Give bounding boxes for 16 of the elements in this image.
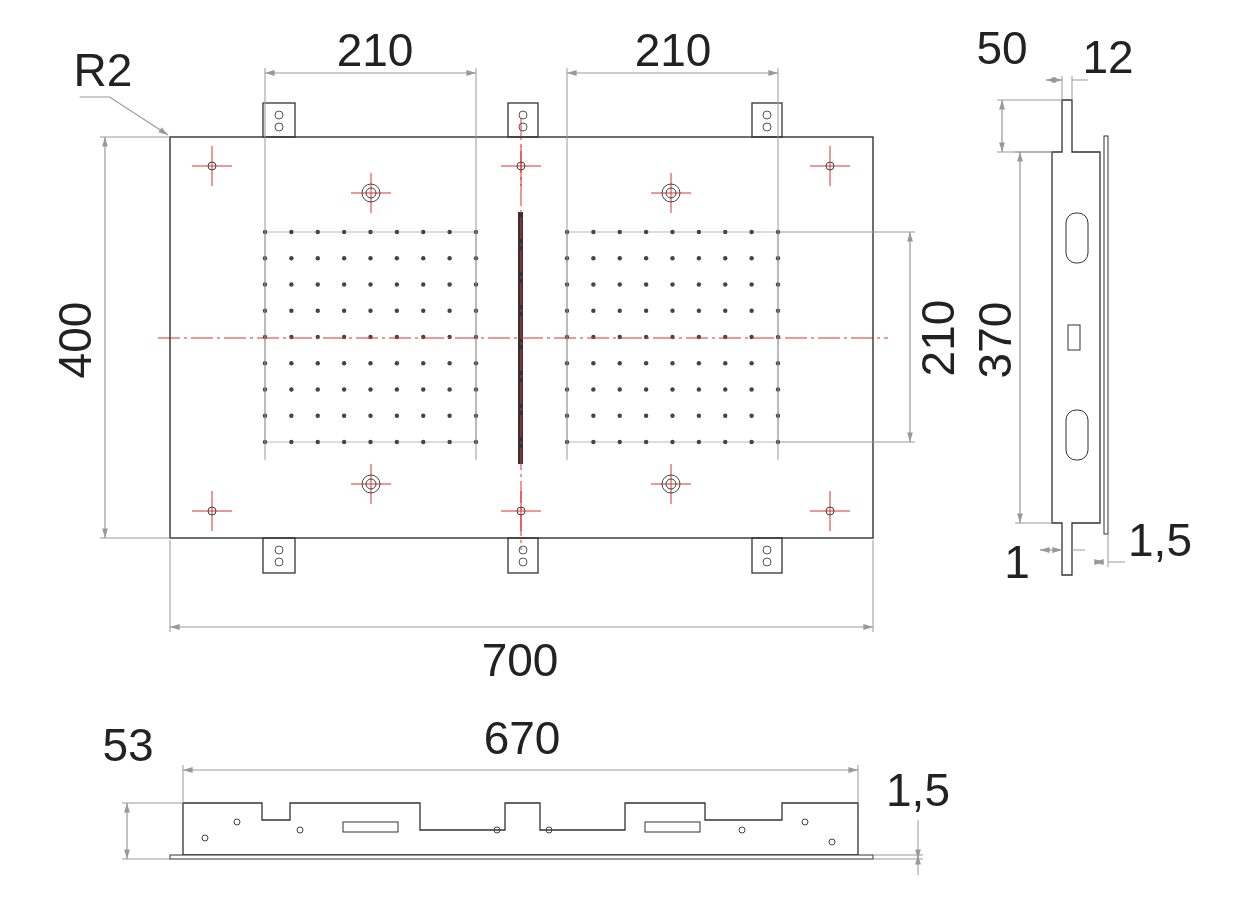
- dimension-label: 50: [976, 25, 1028, 71]
- dimension-label: 210: [634, 27, 712, 73]
- dimension-label: 210: [915, 299, 961, 377]
- radius-label: R2: [73, 47, 133, 93]
- plate-outline: [169, 136, 874, 539]
- dimension-label: 370: [972, 301, 1018, 379]
- dimension-label: 12: [1082, 34, 1134, 80]
- dimension-label: 53: [102, 722, 154, 768]
- dimension-label: 1: [1004, 539, 1030, 585]
- dimension-label: 400: [52, 301, 98, 379]
- dimension-label: 1,5: [1128, 517, 1192, 563]
- leader-line: [79, 96, 169, 136]
- dimension-label: 670: [483, 715, 561, 761]
- dimension-label: 700: [481, 637, 559, 683]
- dimension-label: 210: [336, 27, 414, 73]
- dimension-label: 1,5: [886, 767, 950, 813]
